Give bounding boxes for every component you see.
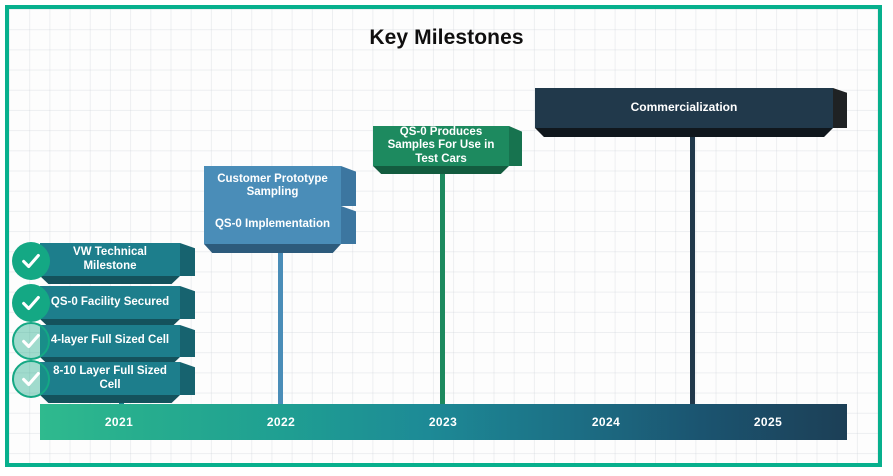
check-icon <box>20 368 42 390</box>
check-icon <box>20 250 42 272</box>
box-bottom-face <box>204 244 341 253</box>
milestone-box-vw-technical-milestone[interactable]: VW Technical Milestone <box>40 243 195 284</box>
milestone-label: 8-10 Layer Full Sized Cell <box>40 362 180 395</box>
box-bottom-face <box>373 166 509 174</box>
box-bottom-face <box>40 357 180 365</box>
stem-2023 <box>440 166 445 406</box>
milestone-label: 4-layer Full Sized Cell <box>40 325 180 357</box>
box-side-face <box>180 243 195 276</box>
box-side-face <box>180 286 195 319</box>
milestone-box-4-layer-full-sized-cell[interactable]: 4-layer Full Sized Cell <box>40 325 195 365</box>
timeline-axis-bar: 2021 2022 2023 2024 2025 <box>40 404 847 440</box>
milestone-box-qs0-samples[interactable]: QS-0 Produces Samples For Use in Test Ca… <box>373 126 522 174</box>
box-side-face <box>180 362 195 395</box>
box-side-face <box>833 88 847 128</box>
box-bottom-face <box>535 128 833 137</box>
milestone-label: VW Technical Milestone <box>40 243 180 276</box>
box-bottom-face <box>40 395 180 403</box>
box-side-face <box>509 126 522 166</box>
box-side-face <box>341 206 356 244</box>
milestone-box-commercialization[interactable]: Commercialization <box>535 88 847 137</box>
milestone-box-qs0-facility-secured[interactable]: QS-0 Facility Secured <box>40 286 195 327</box>
axis-tick-2023: 2023 <box>428 415 458 429</box>
axis-tick-2021: 2021 <box>104 415 134 429</box>
box-bottom-face <box>40 276 180 284</box>
box-side-face <box>180 325 195 357</box>
status-badge-8-10-layer-full-sized-cell[interactable] <box>12 360 50 398</box>
status-badge-4-layer-full-sized-cell[interactable] <box>12 322 50 360</box>
check-icon <box>20 330 42 352</box>
milestone-box-customer-prototype-sampling[interactable]: Customer Prototype Sampling <box>204 166 356 215</box>
milestone-label: QS-0 Implementation <box>204 206 341 244</box>
milestone-box-qs0-implementation[interactable]: QS-0 Implementation <box>204 206 356 253</box>
milestone-label: QS-0 Produces Samples For Use in Test Ca… <box>373 126 509 166</box>
stem-2024 <box>690 128 695 406</box>
milestone-label: QS-0 Facility Secured <box>40 286 180 319</box>
stem-2022 <box>278 244 283 406</box>
axis-tick-2022: 2022 <box>266 415 296 429</box>
axis-tick-2024: 2024 <box>591 415 621 429</box>
axis-tick-2025: 2025 <box>753 415 783 429</box>
box-bottom-face <box>40 319 180 327</box>
milestone-label: Customer Prototype Sampling <box>204 166 341 206</box>
status-badge-qs0-facility-secured[interactable] <box>12 284 50 322</box>
milestone-label: Commercialization <box>535 88 833 128</box>
milestone-box-8-10-layer-full-sized-cell[interactable]: 8-10 Layer Full Sized Cell <box>40 362 195 403</box>
page-title: Key Milestones <box>369 26 524 49</box>
box-side-face <box>341 166 356 206</box>
check-icon <box>20 292 42 314</box>
status-badge-vw-technical-milestone[interactable] <box>12 242 50 280</box>
